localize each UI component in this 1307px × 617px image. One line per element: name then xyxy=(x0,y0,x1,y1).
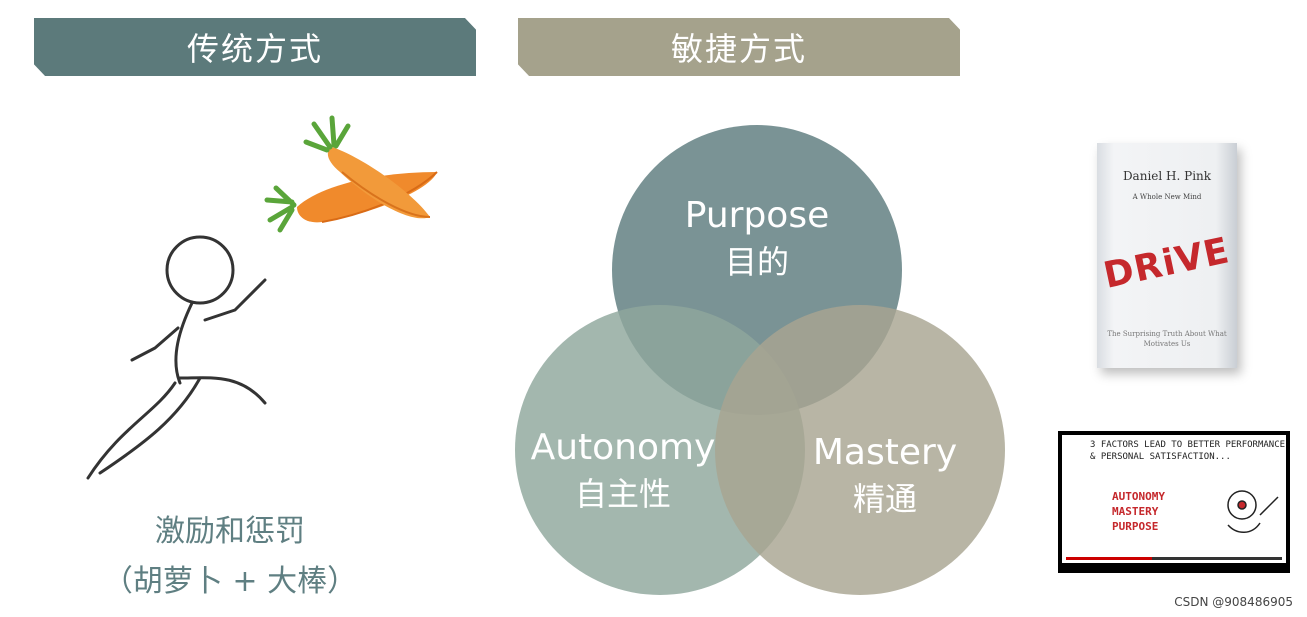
watermark: CSDN @908486905 xyxy=(1174,595,1293,609)
book-subtitle: A Whole New Mind xyxy=(1132,193,1202,201)
venn-circles xyxy=(515,125,1005,595)
video-words: AUTONOMY MASTERY PURPOSE xyxy=(1112,489,1165,534)
purpose-label-zh: 目的 xyxy=(724,243,789,281)
book-tagline: The Surprising Truth About What Motivate… xyxy=(1107,330,1227,348)
carrot-icon xyxy=(264,115,438,233)
caption-incentive: 激励和惩罚 xyxy=(155,514,305,549)
mastery-label: Mastery 精通 xyxy=(775,430,995,522)
video-word-mastery: MASTERY xyxy=(1112,505,1159,518)
sketch-figure-icon xyxy=(1227,490,1279,533)
purpose-label-en: Purpose xyxy=(684,195,830,236)
agile-header: 敏捷方式 xyxy=(518,18,960,76)
running-person-icon xyxy=(86,235,267,480)
autonomy-label: Autonomy 自主性 xyxy=(513,425,733,517)
video-screen: 3 FACTORS LEAD TO BETTER PERFORMANCE & P… xyxy=(1062,435,1286,563)
video-progress-bar[interactable] xyxy=(1066,557,1282,560)
mastery-label-en: Mastery xyxy=(812,432,958,473)
video-word-purpose: PURPOSE xyxy=(1112,520,1159,533)
video-word-autonomy: AUTONOMY xyxy=(1112,490,1165,503)
drive-book-cover: Daniel H. Pink A Whole New Mind DRiVE Th… xyxy=(1097,143,1237,368)
video-thumbnail[interactable]: 3 FACTORS LEAD TO BETTER PERFORMANCE & P… xyxy=(1058,431,1290,573)
autonomy-circle xyxy=(515,305,805,595)
caption-carrot-stick: （胡萝卜 + 大棒） xyxy=(102,564,358,599)
book-author: Daniel H. Pink xyxy=(1122,169,1212,183)
video-handwriting: 3 FACTORS LEAD TO BETTER PERFORMANCE & P… xyxy=(1090,440,1286,462)
autonomy-label-en: Autonomy xyxy=(530,427,716,468)
book-title: DRiVE xyxy=(1100,230,1234,297)
autonomy-label-zh: 自主性 xyxy=(574,475,671,513)
traditional-header: 传统方式 xyxy=(34,18,476,76)
mastery-label-zh: 精通 xyxy=(852,480,917,518)
venn-diagram: Purpose 目的 Autonomy 自主性 Mastery 精通 xyxy=(505,115,1025,605)
mastery-circle xyxy=(715,305,1005,595)
purpose-label: Purpose 目的 xyxy=(647,193,867,285)
video-progress-fill xyxy=(1066,557,1153,560)
